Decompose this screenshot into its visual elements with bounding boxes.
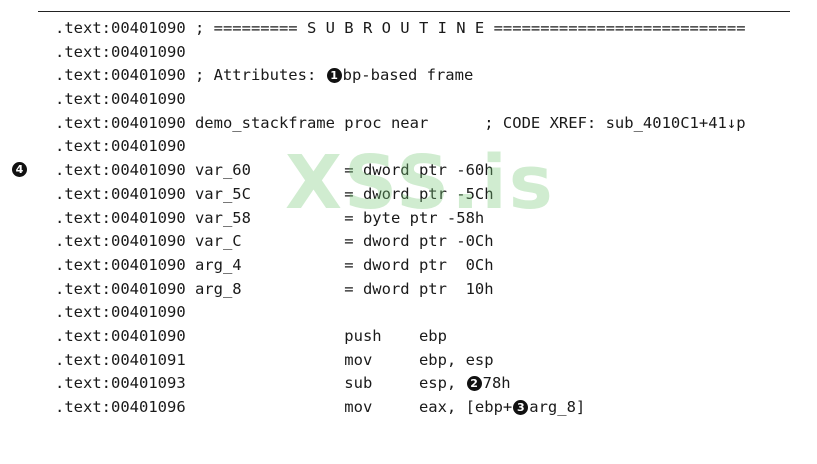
listing-line: .text:00401090 <box>55 135 746 159</box>
line-text: .text:00401090 arg_4 = dword ptr 0Ch <box>55 255 494 274</box>
line-text: .text:00401090 var_60 = dword ptr -60h <box>55 161 494 180</box>
listing-line: .text:00401090 var_C = dword ptr -0Ch <box>55 230 746 254</box>
line-text: .text:00401090 <box>55 137 186 156</box>
line-text: .text:00401090 <box>55 42 186 61</box>
line-text: .text:00401096 mov eax, [ebp+ <box>55 398 513 416</box>
listing-line: .text:00401090 <box>55 301 746 325</box>
listing-line: .text:00401090 <box>55 41 746 65</box>
listing-line: .text:00401090 arg_4 = dword ptr 0Ch <box>55 254 746 278</box>
listing-line: .text:00401090 ; ========= S U B R O U T… <box>55 17 746 41</box>
callout-marker-1: 1 <box>326 68 342 84</box>
top-rule <box>38 11 790 12</box>
line-text: bp-based frame <box>342 66 474 85</box>
listing-line: .text:00401090 var_60 = dword ptr -60h <box>55 159 746 183</box>
callout-marker-4: 4 <box>12 162 27 177</box>
callout-marker-3: 3 <box>513 400 529 415</box>
line-text: .text:00401090 <box>55 90 186 109</box>
line-text: arg_8] <box>529 398 586 416</box>
line-text: 78h <box>482 374 511 393</box>
line-text: .text:00401090 <box>55 303 186 322</box>
callout-marker-2: 2 <box>466 376 482 392</box>
listing-line: .text:00401090 demo_stackframe proc near… <box>55 112 746 136</box>
line-text: .text:00401090 push ebp <box>55 326 447 345</box>
line-text: .text:00401090 var_58 = byte ptr -58h <box>55 208 485 227</box>
line-text: .text:00401090 ; ========= S U B R O U T… <box>55 19 746 37</box>
line-text: .text:00401091 mov ebp, esp <box>55 350 494 369</box>
line-text: .text:00401093 sub esp, <box>55 374 466 393</box>
line-text: .text:00401090 arg_8 = dword ptr 10h <box>55 279 494 298</box>
listing-line: .text:00401090 arg_8 = dword ptr 10h <box>55 278 746 302</box>
line-text: .text:00401090 ; Attributes: <box>55 66 326 85</box>
line-text: .text:00401090 demo_stackframe proc near… <box>55 113 746 132</box>
listing-line: .text:00401090 <box>55 88 746 112</box>
disassembly-listing: .text:00401090 ; ========= S U B R O U T… <box>55 17 746 420</box>
listing-line: .text:00401091 mov ebp, esp <box>55 349 746 373</box>
listing-line: .text:00401090 push ebp <box>55 325 746 349</box>
line-text: .text:00401090 var_5C = dword ptr -5Ch <box>55 184 494 203</box>
listing-line: .text:00401090 var_58 = byte ptr -58h <box>55 207 746 231</box>
listing-line: .text:00401090 var_5C = dword ptr -5Ch <box>55 183 746 207</box>
line-text: .text:00401090 var_C = dword ptr -0Ch <box>55 232 494 251</box>
